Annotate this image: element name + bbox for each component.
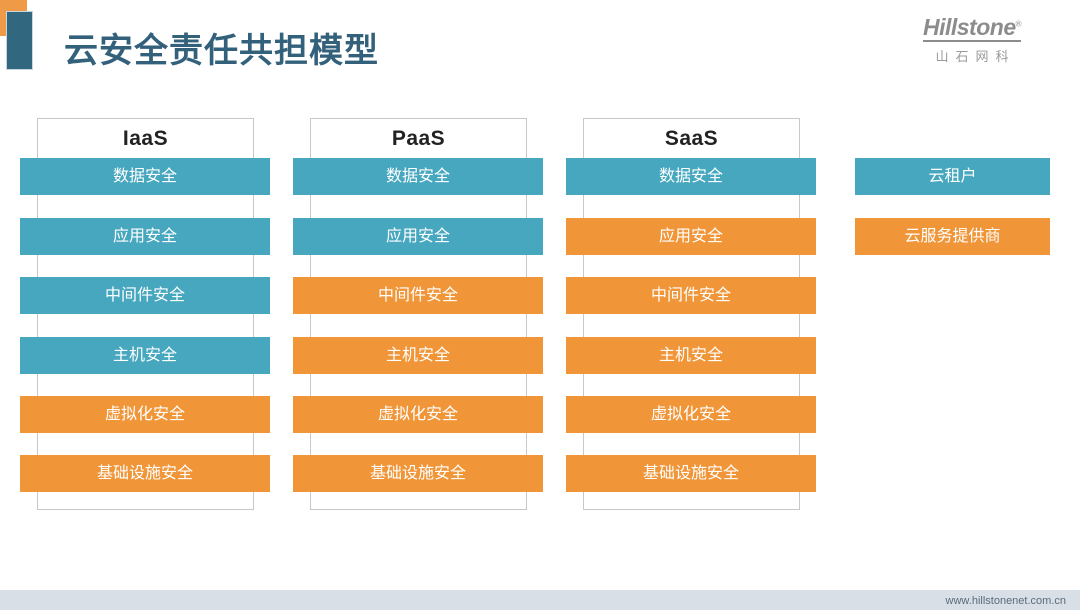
bar-iaas-application-security[interactable]: 应用安全 xyxy=(20,218,270,255)
bar-paas-virtualization-security[interactable]: 虚拟化安全 xyxy=(293,396,543,433)
bar-saas-infrastructure-security[interactable]: 基础设施安全 xyxy=(566,455,816,492)
column-header-paas: PaaS xyxy=(391,127,446,150)
legend-cloud-provider[interactable]: 云服务提供商 xyxy=(855,218,1050,255)
bar-iaas-host-security[interactable]: 主机安全 xyxy=(20,337,270,374)
logo-chinese-name: 山石网科 xyxy=(935,49,1016,64)
registered-trademark-icon: ® xyxy=(1015,19,1022,29)
legend-cloud-tenant[interactable]: 云租户 xyxy=(855,158,1050,195)
footer-website-url: www.hillstonenet.com.cn xyxy=(945,595,1066,607)
bar-iaas-virtualization-security[interactable]: 虚拟化安全 xyxy=(20,396,270,433)
column-header-saas: SaaS xyxy=(664,127,719,150)
bar-saas-middleware-security[interactable]: 中间件安全 xyxy=(566,277,816,314)
bar-iaas-infrastructure-security[interactable]: 基础设施安全 xyxy=(20,455,270,492)
bar-paas-host-security[interactable]: 主机安全 xyxy=(293,337,543,374)
bar-saas-virtualization-security[interactable]: 虚拟化安全 xyxy=(566,396,816,433)
bar-paas-middleware-security[interactable]: 中间件安全 xyxy=(293,277,543,314)
logo-wordmark-text: Hillstone xyxy=(922,14,1016,40)
header-decoration-teal-bar xyxy=(6,11,33,70)
bar-saas-data-security[interactable]: 数据安全 xyxy=(566,158,816,195)
bar-paas-infrastructure-security[interactable]: 基础设施安全 xyxy=(293,455,543,492)
column-header-iaas: IaaS xyxy=(122,127,169,150)
bar-saas-application-security[interactable]: 应用安全 xyxy=(566,218,816,255)
logo-wordmark: Hillstone® xyxy=(922,14,1022,42)
bar-paas-application-security[interactable]: 应用安全 xyxy=(293,218,543,255)
bar-paas-data-security[interactable]: 数据安全 xyxy=(293,158,543,195)
page-title: 云安全责任共担模型 xyxy=(64,32,379,70)
footer-band xyxy=(0,590,1080,610)
bar-iaas-data-security[interactable]: 数据安全 xyxy=(20,158,270,195)
bar-iaas-middleware-security[interactable]: 中间件安全 xyxy=(20,277,270,314)
bar-saas-host-security[interactable]: 主机安全 xyxy=(566,337,816,374)
brand-logo: Hillstone® 山石网科 xyxy=(882,16,1062,65)
